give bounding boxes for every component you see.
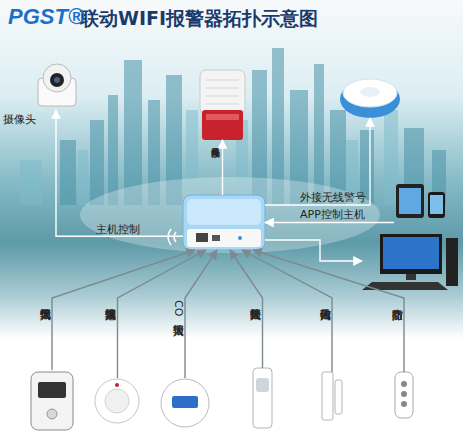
connector-line	[118, 250, 207, 378]
host-front	[187, 229, 261, 247]
siren-lamp-shine	[206, 114, 239, 120]
remote-node	[395, 372, 413, 418]
monitor-stand	[406, 274, 416, 280]
host-port	[212, 235, 220, 241]
monitor	[380, 234, 442, 274]
camera-lens	[50, 73, 64, 87]
host-body	[183, 195, 265, 250]
smoke-center	[105, 389, 129, 413]
diagram-title: 联动WIFI报警器拓扑示意图	[80, 6, 318, 30]
camera-illustration	[38, 64, 76, 106]
siren-grille	[206, 80, 239, 104]
connector-line	[265, 240, 362, 261]
host-top	[187, 199, 261, 225]
door-sensor-node	[321, 372, 343, 420]
pc-tower	[446, 238, 458, 286]
connector-line	[185, 250, 217, 378]
signal-label: 外接无线警号	[300, 192, 366, 204]
pir-lens	[256, 378, 269, 392]
siren-lamp	[202, 110, 243, 140]
tablet	[396, 184, 424, 218]
brand-logo: PGST®	[8, 4, 84, 30]
connector-line	[56, 110, 183, 236]
door-magnet	[322, 372, 333, 420]
gas-body	[31, 372, 73, 430]
pir-body	[253, 368, 272, 428]
smoke-detector-node	[95, 378, 140, 424]
siren-center	[360, 87, 380, 97]
connector-line	[52, 250, 195, 370]
signal-label: APP控制主机	[300, 209, 365, 221]
connector-line	[265, 222, 394, 223]
host-port	[196, 233, 208, 242]
mobile-node	[394, 182, 448, 226]
building	[20, 160, 42, 205]
siren-top	[343, 79, 397, 107]
pir-sensor-illustration	[253, 368, 272, 428]
node-label: 摄像头	[3, 114, 36, 126]
camera-dome	[43, 64, 71, 92]
gas-panel	[38, 382, 66, 398]
keyboard	[362, 282, 448, 290]
siren-base	[340, 80, 400, 118]
door-sensor	[335, 380, 342, 414]
siren-cover	[200, 70, 245, 114]
remote-body	[395, 372, 413, 418]
wifi-symbol	[168, 229, 176, 245]
co-detector-illustration	[161, 379, 209, 427]
connector-line	[230, 250, 263, 368]
signal-label: 主机控制	[96, 224, 140, 236]
wifi-host-node	[183, 195, 265, 250]
glow	[80, 177, 380, 253]
camera-lens-core	[54, 77, 60, 83]
building	[78, 150, 88, 205]
building	[60, 140, 76, 205]
remote-button	[401, 381, 407, 387]
indoor-siren-node	[340, 78, 400, 118]
wifi-host-illustration	[168, 195, 265, 250]
gas-detector-node	[30, 370, 74, 432]
gas-detector-illustration	[31, 372, 73, 430]
connector-line	[265, 118, 370, 205]
computer-node	[362, 232, 459, 290]
host-led	[238, 236, 242, 240]
remote-button	[401, 391, 407, 397]
pir-sensor-node	[252, 368, 273, 428]
co-detector-node	[160, 378, 210, 428]
building	[384, 110, 398, 205]
phone	[428, 192, 445, 218]
door-sensor-illustration	[322, 372, 342, 420]
connector-line	[253, 250, 404, 372]
computer-illustration	[362, 234, 458, 290]
smoke-detector-illustration	[95, 379, 139, 423]
tablet-screen	[399, 188, 421, 214]
gas-button	[47, 409, 57, 419]
remote-illustration	[395, 372, 413, 418]
remote-button	[401, 401, 407, 407]
building	[124, 60, 142, 205]
smoke-led	[115, 383, 119, 387]
building	[90, 120, 104, 205]
phone-screen	[430, 195, 443, 214]
monitor-screen	[383, 237, 439, 269]
signal-label: CO报警输入	[172, 300, 184, 316]
mobile-illustration	[396, 184, 445, 218]
camera-node: 摄像头	[30, 58, 82, 110]
connector-line	[242, 250, 332, 372]
co-body	[161, 379, 209, 427]
connector-line	[222, 140, 223, 195]
smoke-body	[95, 379, 139, 423]
outdoor-siren-illustration	[200, 70, 245, 140]
indoor-siren-illustration	[340, 79, 400, 118]
outdoor-siren-node	[200, 70, 245, 140]
building	[108, 95, 118, 205]
co-display	[172, 396, 198, 408]
